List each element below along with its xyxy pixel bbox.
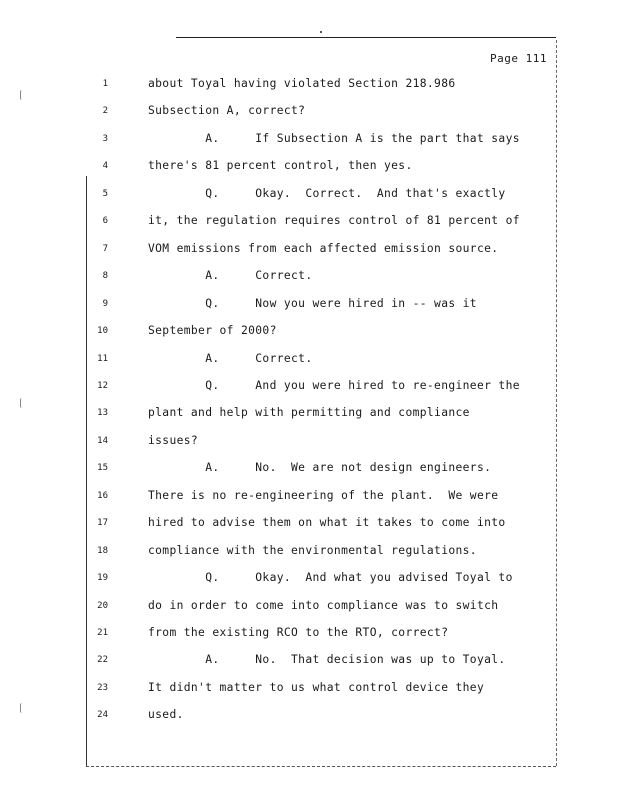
line-number: 9 xyxy=(102,298,108,309)
scan-speck xyxy=(320,31,322,33)
line-text: A. No. That decision was up to Toyal. xyxy=(148,653,506,667)
line-text: A. If Subsection A is the part that says xyxy=(148,131,520,145)
line-number: 4 xyxy=(102,161,108,172)
line-number: 17 xyxy=(97,518,108,529)
transcript-line: 13 plant and help with permitting and com… xyxy=(0,405,618,423)
transcript-line: 5 Q. Okay. Correct. And that's exactly xyxy=(0,186,618,204)
transcript-line: 15 A. No. We are not design engineers. xyxy=(0,460,618,478)
transcript-line: 24 used. xyxy=(0,707,618,725)
transcript-line: 20 do in order to come into compliance wa… xyxy=(0,598,618,616)
line-text: hired to advise them on what it takes to… xyxy=(148,516,506,530)
line-number: 11 xyxy=(97,353,108,364)
line-text: it, the regulation requires control of 8… xyxy=(148,214,520,228)
line-text: September of 2000? xyxy=(148,324,277,338)
line-number: 18 xyxy=(97,545,108,556)
punch-hole-mark xyxy=(20,703,24,713)
line-number: 14 xyxy=(97,435,108,446)
transcript-line: 6 it, the regulation requires control of … xyxy=(0,213,618,231)
transcript-line: 11 A. Correct. xyxy=(0,351,618,369)
transcript-line: 1 about Toyal having violated Section 218… xyxy=(0,76,618,94)
line-number: 19 xyxy=(97,573,108,584)
transcript-line: 7 VOM emissions from each affected emissi… xyxy=(0,241,618,259)
line-text: used. xyxy=(148,708,184,722)
line-text: about Toyal having violated Section 218.… xyxy=(148,77,456,90)
left-margin-border xyxy=(86,176,87,766)
line-text: A. Correct. xyxy=(148,269,313,283)
line-number: 5 xyxy=(102,188,108,199)
line-number: 20 xyxy=(97,600,108,611)
page-number: Page 111 xyxy=(490,52,547,65)
transcript-line: 10 September of 2000? xyxy=(0,323,618,341)
transcript-line: 23 It didn't matter to us what control de… xyxy=(0,680,618,698)
line-number: 16 xyxy=(97,490,108,501)
line-text: Subsection A, correct? xyxy=(148,104,306,118)
line-number: 8 xyxy=(102,271,108,282)
transcript-line: 22 A. No. That decision was up to Toyal. xyxy=(0,652,618,670)
line-text: VOM emissions from each affected emissio… xyxy=(148,241,499,255)
line-text: Q. Now you were hired in -- was it xyxy=(148,296,477,310)
line-text: there's 81 percent control, then yes. xyxy=(148,159,413,173)
line-number: 1 xyxy=(102,79,108,89)
punch-hole-mark xyxy=(20,398,24,408)
transcript-line: 3 A. If Subsection A is the part that sa… xyxy=(0,131,618,149)
line-text: Q. Okay. And what you advised Toyal to xyxy=(148,571,513,585)
line-number: 6 xyxy=(102,216,108,227)
line-number: 23 xyxy=(97,682,108,693)
line-text: There is no re-engineering of the plant.… xyxy=(148,488,499,502)
transcript-line: 16 There is no re-engineering of the plan… xyxy=(0,488,618,506)
transcript-line: 21 from the existing RCO to the RTO, corr… xyxy=(0,625,618,643)
line-text: plant and help with permitting and compl… xyxy=(148,406,470,420)
line-text: It didn't matter to us what control devi… xyxy=(148,680,485,694)
line-number: 7 xyxy=(102,243,108,254)
transcript-line: 12 Q. And you were hired to re-engineer … xyxy=(0,378,618,396)
transcript-line: 14 issues? xyxy=(0,433,618,451)
line-number: 10 xyxy=(97,326,108,337)
line-number: 21 xyxy=(97,628,108,638)
transcript-line: 8 A. Correct. xyxy=(0,268,618,286)
bottom-rule xyxy=(86,766,556,767)
transcript-line: 17 hired to advise them on what it takes … xyxy=(0,515,618,533)
line-number: 2 xyxy=(102,106,108,117)
line-number: 22 xyxy=(97,655,108,666)
line-text: from the existing RCO to the RTO, correc… xyxy=(148,626,449,639)
line-number: 12 xyxy=(97,380,108,391)
top-rule xyxy=(176,37,556,38)
line-text: issues? xyxy=(148,433,199,447)
transcript-line: 9 Q. Now you were hired in -- was it xyxy=(0,296,618,314)
transcript-line: 4 there's 81 percent control, then yes. xyxy=(0,158,618,176)
line-number: 15 xyxy=(97,463,108,474)
line-text: Q. Okay. Correct. And that's exactly xyxy=(148,186,506,200)
punch-hole-mark xyxy=(20,90,24,100)
line-number: 3 xyxy=(102,133,108,144)
line-text: compliance with the environmental regula… xyxy=(148,543,477,557)
transcript-line: 18 compliance with the environmental regu… xyxy=(0,543,618,561)
line-text: A. Correct. xyxy=(148,351,313,365)
right-margin-border xyxy=(556,40,557,766)
line-number: 24 xyxy=(97,710,108,721)
line-text: do in order to come into compliance was … xyxy=(148,598,499,612)
transcript-line: 19 Q. Okay. And what you advised Toyal t… xyxy=(0,570,618,588)
line-text: Q. And you were hired to re-engineer the xyxy=(148,378,520,392)
transcript-line: 2 Subsection A, correct? xyxy=(0,103,618,121)
line-number: 13 xyxy=(97,408,108,419)
line-text: A. No. We are not design engineers. xyxy=(148,461,492,475)
